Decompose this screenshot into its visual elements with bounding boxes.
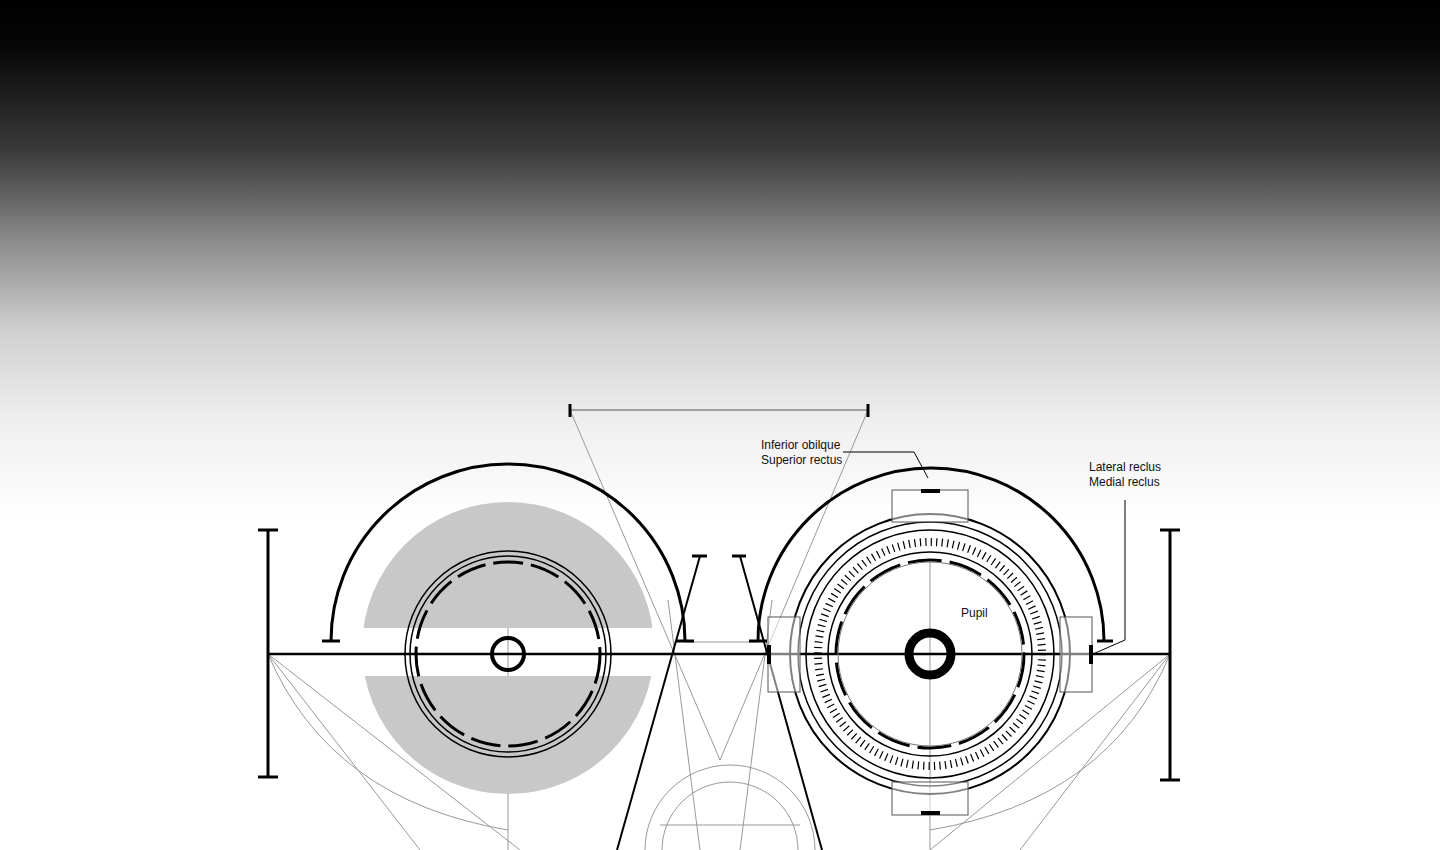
part-label: Inferior obilque xyxy=(761,438,840,453)
part-label: Superior rectus xyxy=(761,453,842,468)
part-label: Lateral reclus xyxy=(1089,460,1161,475)
part-label: Pupil xyxy=(961,606,988,621)
part-label: Medial reclus xyxy=(1089,475,1160,490)
